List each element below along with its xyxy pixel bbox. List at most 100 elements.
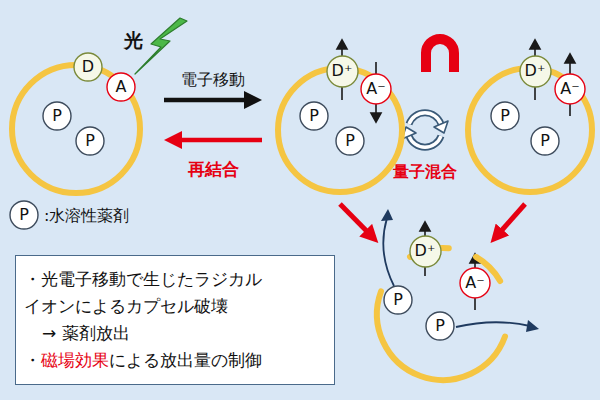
capsule: D⁺A⁻PP [278,68,402,192]
node-label: D⁺ [332,62,353,80]
circle-outline [361,74,391,104]
release-arrows [381,209,539,332]
node-label: A⁻ [366,80,385,98]
circle-outline [491,102,519,130]
circle-outline [460,268,490,298]
molecule-circle: A [106,72,136,102]
release-arrow [383,218,394,286]
spin-arrow-head [420,222,430,231]
node-label: D⁺ [525,62,546,80]
edge-label-holder: 電子移動 [181,70,245,91]
spin-arrow-head [565,54,575,63]
node-label: D [82,58,94,76]
annotation-text: :水溶性薬剤 [44,206,129,225]
circle-outline [107,73,135,101]
node-label: P [500,107,510,125]
capsule-ring [377,291,505,380]
annotation-holder: 量子混合 [393,162,457,183]
molecule-circle: D⁺ [519,55,552,88]
molecule-circle: D [73,52,103,82]
release-arrow-head [381,209,393,221]
spin-arrow-head [530,40,540,49]
molecule-circle: P [75,126,105,156]
capsule-ring [12,65,140,193]
molecule-circle: P [9,200,39,230]
magnet [426,39,454,72]
spin-arrow-head [337,40,347,49]
annotation-holder: :水溶性薬剤 [44,206,129,227]
molecule-circle: D⁺ [326,55,359,88]
annotation-text: 量子混合 [393,162,457,181]
molecule-circle: P [335,126,365,156]
cycle-arrow-head [434,121,448,133]
molecule-circle: A⁻ [459,267,491,299]
cycle-arrows [402,113,448,148]
cycle-arrow [409,113,441,124]
node-label: ・ [24,350,41,370]
circle-outline [426,312,454,340]
node-label: P [85,132,95,150]
node-label: P [309,107,319,125]
node-label: P [345,132,355,150]
annotation-holder: 光 [124,28,143,54]
reaction-arrow [164,98,246,103]
capsule: D⁺A⁻PP [377,248,509,380]
reaction-arrow [180,138,262,143]
note-box: ・光電子移動で生じたラジカル イオンによるカプセル破壊 → 薬剤放出・磁場効果によ… [15,255,335,385]
node-label: ・光電子移動で生じたラジカル イオンによるカプセル破壊 [24,266,326,320]
capsule-ring [468,68,592,192]
capsule: DAPP [12,65,140,193]
spin-arrow-head [371,113,381,122]
node-label: → 薬剤放出 [42,323,130,343]
release-arrow-head [526,320,539,332]
cycle-arrow [409,113,441,124]
node-label: P [52,107,62,125]
circle-outline [76,127,104,155]
lightning-bolt [135,18,187,74]
molecule-circle: P [490,101,520,131]
node-label: A⁻ [465,274,484,292]
node-label: 磁場効果 [41,350,109,370]
circle-outline [10,201,38,229]
circle-outline [300,102,328,130]
molecule-circle: P [383,285,413,315]
molecule-circle: P [299,101,329,131]
circle-outline [384,286,412,314]
annotation-text: 光 [124,29,143,51]
node-label: P [435,317,445,335]
node-label: P [393,291,403,309]
capsule: D⁺A⁻PP [468,68,592,192]
cycle-arrow [409,136,441,147]
node-label: による放出量の制御 [109,350,262,370]
node-label: A⁻ [560,80,579,98]
edge-label-holder: 再結合 [188,158,239,181]
circle-outline [74,53,102,81]
reaction-arrow [340,204,367,232]
circle-outline [555,74,585,104]
lightning-bolt [135,18,187,74]
circle-outline [43,102,71,130]
molecule-circle: A⁻ [554,73,586,105]
circle-outline [531,127,559,155]
cycle-arrow [409,136,441,147]
node-label: P [540,132,550,150]
molecule-circle: P [42,101,72,131]
reaction-arrow [501,204,525,231]
molecule-circle: P [530,126,560,156]
magnet [426,39,454,72]
circle-outline [336,127,364,155]
release-arrow [456,322,530,327]
edge-label: 再結合 [188,159,239,179]
node-label: P [19,206,29,224]
edge-label: 電子移動 [181,70,245,89]
molecule-circle: D⁺ [409,235,442,268]
molecule-circle: P [425,311,455,341]
circle-outline [410,236,441,267]
circle-outline [327,56,358,87]
molecule-circle: A⁻ [360,73,392,105]
circle-outline [520,56,551,87]
node-label: D⁺ [415,242,436,260]
spin-arrows [337,40,575,310]
node-label: A [116,78,127,96]
